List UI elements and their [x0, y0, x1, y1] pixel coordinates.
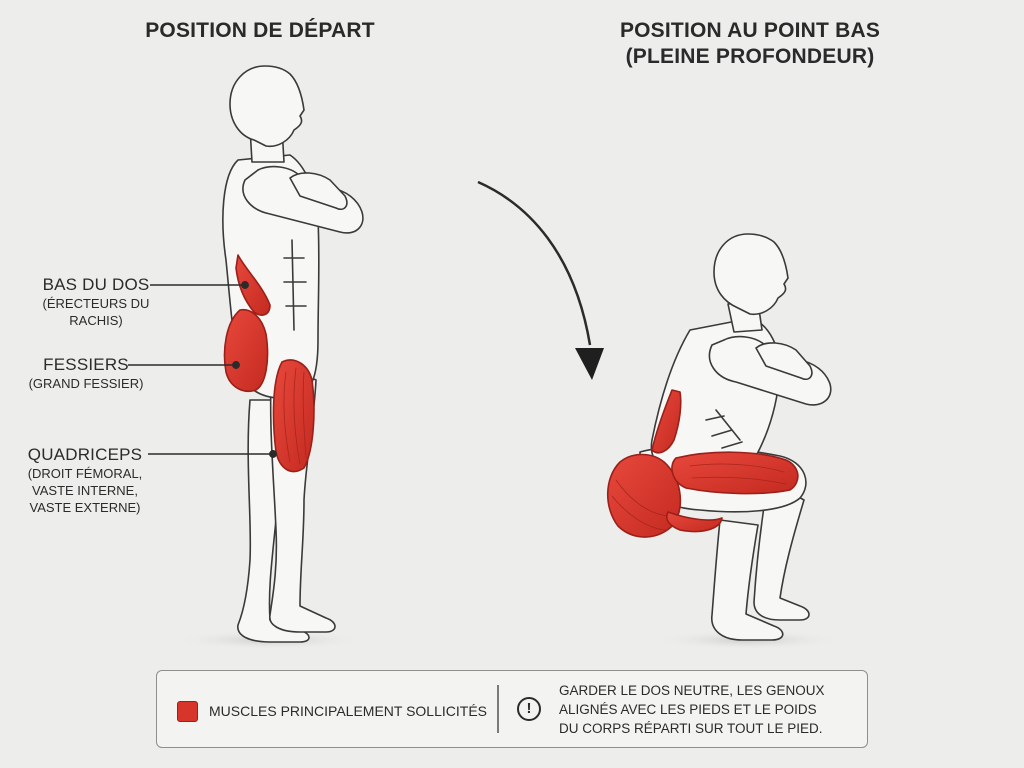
squat-arms [708, 335, 832, 406]
leader-quads-dot [269, 450, 277, 458]
squat-back-shin [711, 519, 784, 641]
title-bottom-line1: POSITION AU POINT BAS [619, 19, 881, 42]
legend-note-line1: GARDER LE DOS NEUTRE, LES GENOUX [559, 683, 825, 698]
red-square-swatch [177, 701, 198, 722]
squat-glute-muscle [607, 453, 682, 538]
squat-front-shin [753, 479, 810, 621]
standing-arms [242, 165, 364, 234]
squat-figure [607, 233, 843, 650]
label-glutes-sub: (GRAND FESSIER) [28, 376, 144, 391]
standing-lower-back-muscle [235, 254, 271, 316]
exclamation-circle-icon: ! [517, 697, 541, 721]
label-glutes-main: FESSIERS [43, 355, 129, 374]
leader-glutes-dot [232, 361, 240, 369]
label-quads-sub3: VASTE EXTERNE) [29, 500, 141, 515]
label-quads-main: QUADRICEPS [27, 445, 143, 464]
squat-quad-muscle [671, 451, 799, 495]
label-quads-sub1: (DROIT FÉMORAL, [27, 466, 143, 481]
title-start-position: POSITION DE DÉPART [145, 19, 375, 42]
transition-arrow-head [575, 348, 604, 380]
squat-head [713, 233, 789, 316]
standing-ab-lines [252, 239, 307, 351]
title-bottom-line2: (PLEINE PROFONDEUR) [625, 45, 875, 68]
standing-quad-fibers [283, 367, 307, 465]
label-quads-sub2: VASTE INTERNE, [32, 483, 138, 498]
squat-glute-fibers [611, 479, 673, 531]
legend-note-line3: DU CORPS RÉPARTI SUR TOUT LE PIED. [559, 721, 823, 736]
squat-forearm [755, 342, 813, 381]
standing-forearm [289, 172, 348, 211]
legend-note: GARDER LE DOS NEUTRE, LES GENOUX ALIGNÉS… [559, 681, 859, 738]
legend-muscles-label: MUSCLES PRINCIPALEMENT SOLLICITÉS [209, 703, 487, 719]
title-bottom-position: POSITION AU POINT BAS (PLEINE PROFONDEUR… [590, 18, 910, 70]
transition-arrow-curve [477, 180, 592, 346]
label-lower-back: BAS DU DOS (ÉRECTEURS DU RACHIS) [16, 275, 176, 329]
label-glutes: FESSIERS (GRAND FESSIER) [16, 355, 156, 392]
standing-quad-muscle [272, 359, 315, 473]
standing-figure [175, 65, 365, 650]
standing-glute-muscle [223, 309, 269, 392]
squat-ab-lines [705, 409, 743, 449]
label-lower-back-main: BAS DU DOS [42, 275, 150, 294]
squat-lower-back-muscle [651, 389, 682, 454]
legend-box: MUSCLES PRINCIPALEMENT SOLLICITÉS ! GARD… [156, 670, 868, 748]
legend-divider [497, 685, 499, 733]
label-quads: QUADRICEPS (DROIT FÉMORAL, VASTE INTERNE… [20, 445, 150, 516]
squat-quad-fibers [689, 463, 787, 485]
legend-note-line2: ALIGNÉS AVEC LES PIEDS ET LE POIDS [559, 702, 817, 717]
standing-head [229, 65, 305, 148]
leader-lower-back-dot [241, 281, 249, 289]
curved-arrow-down-icon [477, 180, 604, 380]
leader-lines [128, 281, 277, 458]
squat-hamstring-muscle [665, 511, 723, 533]
squat-illustration [128, 65, 843, 650]
label-lower-back-sub: (ÉRECTEURS DU RACHIS) [42, 296, 150, 328]
